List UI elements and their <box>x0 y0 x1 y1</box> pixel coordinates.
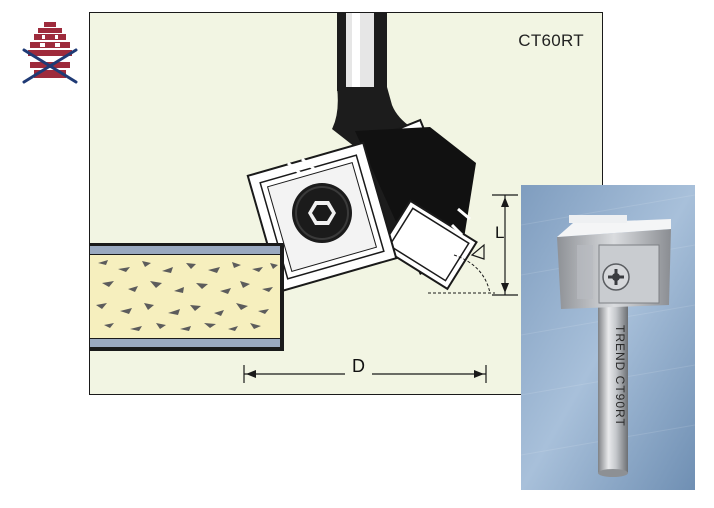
length-label: L <box>495 223 505 242</box>
shank <box>337 13 387 91</box>
model-code: CT60RT <box>518 31 584 50</box>
cutter-diagram-panel: CT60RT <box>89 12 603 395</box>
no-plunge-warning-icon <box>22 22 78 84</box>
diameter-label: D <box>352 356 365 376</box>
product-photo: TREND CT90RT <box>521 185 695 490</box>
secondary-insert <box>379 199 478 291</box>
angle-marker-icon <box>470 243 485 260</box>
photo-shank <box>598 303 628 475</box>
workpiece-board <box>90 243 284 351</box>
angle-arc <box>428 254 495 294</box>
length-dimension <box>492 194 518 296</box>
insert-edge-stripes <box>287 157 471 237</box>
diameter-dimension <box>243 365 487 383</box>
cutter-profile-drawing <box>90 13 518 383</box>
hex-socket-screw-icon <box>292 183 352 243</box>
shank-engraving: TREND CT90RT <box>613 325 627 427</box>
